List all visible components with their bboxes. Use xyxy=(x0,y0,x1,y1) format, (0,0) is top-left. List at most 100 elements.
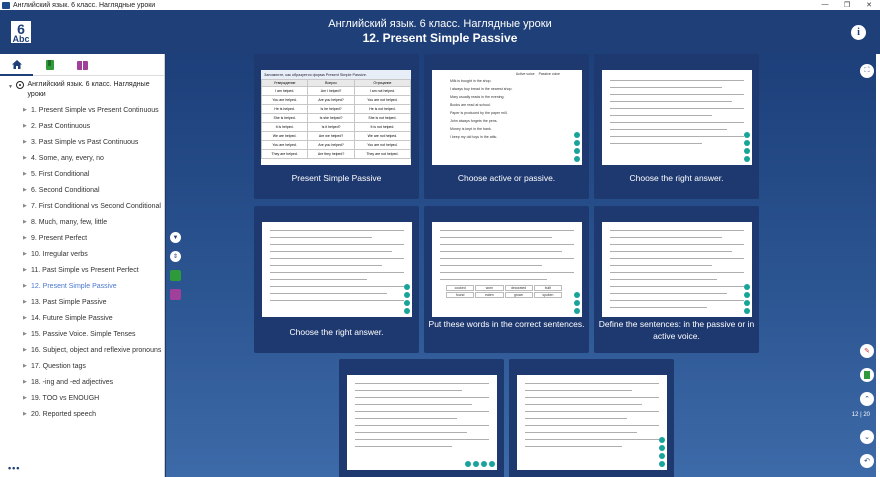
home-icon xyxy=(11,59,22,69)
window-titlebar: Английский язык. 6 класс. Наглядные урок… xyxy=(0,0,880,10)
table-cell: It is helped. xyxy=(261,122,309,132)
lesson-title: 12. Present Simple Passive xyxy=(362,31,518,45)
lesson-item[interactable]: ▶16. Subject, object and reflexive prono… xyxy=(0,342,164,358)
slide-card[interactable]: Active voice Passive voice Milk is bough… xyxy=(424,54,589,199)
slide-card[interactable]: cooked worn decorated built found eaten … xyxy=(424,206,589,353)
lesson-item[interactable]: ▶5. First Conditional xyxy=(0,166,164,182)
window-title: Английский язык. 6 класс. Наглядные урок… xyxy=(13,1,156,9)
thumbnail-tools xyxy=(574,290,580,314)
minimize-button[interactable]: — xyxy=(821,1,829,8)
sidebar-tabs xyxy=(0,54,164,76)
sidebar: ▼ Английский язык. 6 класс. Наглядные ур… xyxy=(0,54,165,477)
lesson-item[interactable]: ▶2. Past Continuous xyxy=(0,118,164,134)
lesson-label: 12. Present Simple Passive xyxy=(31,282,117,290)
thumbnail-tools xyxy=(659,435,665,467)
back-icon[interactable]: ↶ xyxy=(860,454,874,468)
table-cell: Is he helped? xyxy=(307,104,355,114)
table-cell: Are you helped? xyxy=(307,140,355,150)
lesson-item[interactable]: ▶15. Passive Voice. Simple Tenses xyxy=(0,326,164,342)
lesson-item[interactable]: ▶14. Future Simple Passive xyxy=(0,310,164,326)
right-toolbar: ⛶ ✎ ⌃ ⌄ ↶ xyxy=(860,54,874,477)
bookmark-icon[interactable] xyxy=(860,368,874,382)
lesson-item[interactable]: ▶13. Past Simple Passive xyxy=(0,294,164,310)
table-cell: We are helped. xyxy=(261,131,309,141)
table-header: Утверждение xyxy=(261,79,309,87)
close-button[interactable]: ✕ xyxy=(866,2,872,9)
scrollbar-track[interactable] xyxy=(876,54,880,477)
word-chip[interactable]: found xyxy=(446,292,475,298)
word-chip[interactable]: decorated xyxy=(504,285,533,291)
word-chip[interactable]: cooked xyxy=(446,285,475,291)
lesson-item[interactable]: ▶ 11. Past Simple vs Present Perfect xyxy=(0,262,164,278)
chevron-up-icon[interactable]: ⌃ xyxy=(860,392,874,406)
slide-card[interactable]: Choose the right answer. xyxy=(594,54,759,199)
slide-card[interactable] xyxy=(339,359,504,477)
chevron-right-icon: ▶ xyxy=(23,379,27,385)
tab-book[interactable] xyxy=(66,54,99,76)
lesson-item[interactable]: ▶18. -ing and -ed adjectives xyxy=(0,374,164,390)
sidebar-root[interactable]: ▼ Английский язык. 6 класс. Наглядные ур… xyxy=(0,76,164,102)
lesson-item[interactable]: ▶9. Present Perfect xyxy=(0,230,164,246)
lesson-label: 6. Second Conditional xyxy=(31,186,100,194)
word-chip[interactable]: worn xyxy=(475,285,504,291)
slide-caption: Choose the right answer. xyxy=(629,173,724,183)
lesson-item[interactable]: ▶1. Present Simple vs Present Continuous xyxy=(0,102,164,118)
chevron-right-icon: ▶ xyxy=(23,331,27,337)
lesson-label: 11. Past Simple vs Present Perfect xyxy=(31,266,139,274)
table-cell: Am I helped? xyxy=(307,86,355,96)
word-chip[interactable]: spoken xyxy=(533,292,562,298)
collapse-icon[interactable]: ▼ xyxy=(8,84,13,90)
book-icon[interactable] xyxy=(170,289,181,300)
collapse-arrows-icon[interactable]: ⇕ xyxy=(170,251,181,262)
root-radio-icon xyxy=(15,81,24,89)
lesson-item[interactable]: ▶6. Second Conditional xyxy=(0,182,164,198)
sidebar-root-label: Английский язык. 6 класс. Наглядные урок… xyxy=(27,81,150,98)
lesson-item[interactable]: ▶3. Past Simple vs Past Continuous xyxy=(0,134,164,150)
bookmark-icon[interactable] xyxy=(170,270,181,281)
sentence-row: I keep my old toys in the attic. xyxy=(450,135,498,139)
word-chip[interactable]: built xyxy=(533,285,562,291)
lesson-item[interactable]: ▶20. Reported speech xyxy=(0,406,164,422)
tab-bookmarks[interactable] xyxy=(33,54,66,76)
pen-icon[interactable]: ✎ xyxy=(860,344,874,358)
chevron-right-icon: ▶ xyxy=(23,411,27,417)
lesson-item[interactable]: ▶4. Some, any, every, no xyxy=(0,150,164,166)
slide-caption: Present Simple Passive xyxy=(291,173,382,183)
info-button[interactable]: i xyxy=(851,25,866,40)
lesson-item[interactable]: ▶19. TOO vs ENOUGH xyxy=(0,390,164,406)
table-cell: You are helped. xyxy=(261,140,309,150)
chevron-right-icon: ▶ xyxy=(23,155,27,161)
lesson-item[interactable]: ▶10. Irregular verbs xyxy=(0,246,164,262)
lesson-item[interactable]: ▶17. Question tags xyxy=(0,358,164,374)
table-cell: Is it helped? xyxy=(307,122,355,132)
word-chip[interactable]: grown xyxy=(504,292,533,298)
slide-card[interactable]: Choose the right answer. xyxy=(254,206,419,353)
chevron-right-icon: ▶ xyxy=(23,235,27,241)
slide-thumbnail: cooked worn decorated built found eaten … xyxy=(432,222,582,317)
filter-icon[interactable]: ▼ xyxy=(170,232,181,243)
tab-home[interactable] xyxy=(0,54,33,76)
word-chip[interactable]: eaten xyxy=(475,292,504,298)
slide-card[interactable]: Define the sentences: in the passive or … xyxy=(594,206,759,353)
lesson-item-active[interactable]: ▶12. Present Simple Passive xyxy=(0,278,164,294)
chevron-right-icon: ▶ xyxy=(23,395,27,401)
slide-card[interactable] xyxy=(509,359,674,477)
lesson-item[interactable]: ▶8. Much, many, few, little xyxy=(0,214,164,230)
slide-card[interactable]: Запомните, как образуется форма Present … xyxy=(254,54,419,199)
column-header: Passive voice xyxy=(538,72,560,76)
lesson-item[interactable]: ▶7. First Conditional vs Second Conditio… xyxy=(0,198,164,214)
logo-number: 6 xyxy=(17,21,25,37)
slide-thumbnail xyxy=(347,375,497,470)
left-toolbar: ▼ ⇕ xyxy=(170,232,182,308)
thumbnail-tools xyxy=(574,130,580,162)
sentence-row: John always forgets the pens. xyxy=(450,119,498,123)
maximize-button[interactable]: ❐ xyxy=(843,2,851,9)
chevron-right-icon: ▶ xyxy=(23,251,27,257)
chevron-right-icon: ▶ xyxy=(23,267,27,273)
fullscreen-icon[interactable]: ⛶ xyxy=(860,64,874,78)
more-options-button[interactable]: ••• xyxy=(8,463,21,473)
lesson-label: 17. Question tags xyxy=(31,362,86,370)
table-cell: You are helped. xyxy=(261,95,309,105)
word-bank: cooked worn decorated built found eaten … xyxy=(446,285,562,298)
chevron-down-icon[interactable]: ⌄ xyxy=(860,430,874,444)
